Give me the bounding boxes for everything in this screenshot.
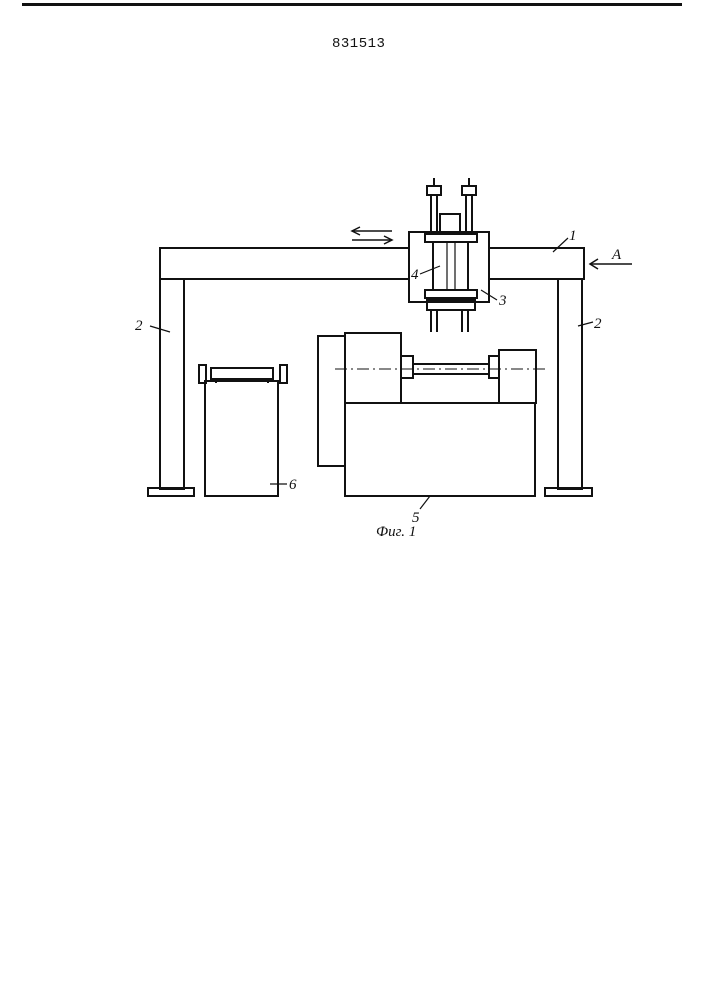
motion-arrows [352, 227, 392, 244]
label-carriage: 3 [498, 293, 507, 309]
machine-tool [318, 333, 545, 496]
label-post-right: 2 [594, 316, 602, 332]
label-post-left: 2 [135, 318, 143, 334]
label-view-arrow: A [611, 247, 622, 263]
figure-caption: Фиг. 1 [376, 524, 416, 540]
stand [199, 365, 287, 496]
view-arrow [590, 259, 632, 269]
label-gripper: 4 [411, 267, 419, 283]
label-stand: 6 [289, 477, 297, 493]
left-post [160, 279, 184, 489]
label-beam: 1 [569, 228, 577, 244]
right-post [558, 279, 582, 489]
gantry-beam [160, 248, 584, 279]
